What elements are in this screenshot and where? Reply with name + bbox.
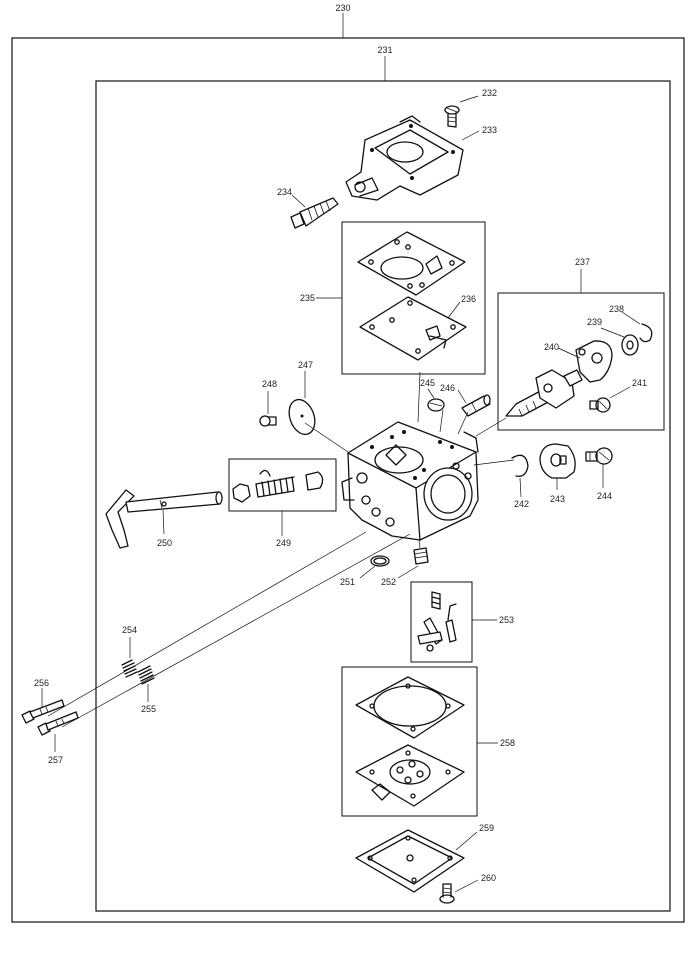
label-245: 253 (499, 615, 514, 625)
part-246-diaphragm (355, 744, 465, 807)
part-needle-valve (505, 369, 583, 417)
part-234-needle-screw (290, 197, 339, 229)
part-256-throttle-shaft (105, 489, 223, 549)
part-250-o-ring (370, 555, 390, 567)
part-235-gasket (357, 231, 466, 296)
part-236-diaphragm (359, 296, 467, 361)
label-246: 258 (500, 738, 515, 748)
part-253-throttle-plate (288, 398, 316, 436)
label-260: 257 (48, 755, 63, 765)
box-255 (228, 458, 337, 512)
label-241: 241 (632, 378, 647, 388)
label-253: 247 (298, 360, 313, 370)
label-250: 251 (340, 577, 355, 587)
part-258-spring (137, 665, 155, 685)
label-232: 232 (482, 88, 497, 98)
part-244-eclip (511, 454, 529, 477)
label-252: 245 (420, 378, 435, 388)
part-245-inlet-needle-set (417, 591, 457, 652)
part-241-screw (589, 397, 611, 413)
part-238-clip (639, 323, 653, 343)
label-239: 239 (587, 317, 602, 327)
part-248-screw (439, 883, 455, 904)
label-251: 246 (440, 383, 455, 393)
label-257: 254 (122, 625, 137, 635)
label-258: 255 (141, 704, 156, 714)
label-242: 244 (597, 491, 612, 501)
part-249-fitting (413, 547, 429, 565)
label-249: 252 (381, 577, 396, 587)
label-248: 260 (481, 873, 496, 883)
label-234: 234 (277, 187, 292, 197)
box-246 (341, 666, 478, 817)
part-242-screw (585, 447, 613, 465)
part-255-plunger-spring (232, 469, 324, 503)
part-260-needle (37, 711, 79, 736)
label-231: 231 (377, 45, 392, 55)
label-247: 259 (479, 823, 494, 833)
outer-frame (11, 37, 685, 923)
label-243: 243 (550, 494, 565, 504)
part-246-gasket (355, 676, 465, 739)
part-247-cover (355, 829, 465, 893)
label-254: 248 (262, 379, 277, 389)
label-240: 240 (544, 342, 559, 352)
label-237: 237 (575, 257, 590, 267)
part-232-screw (444, 105, 460, 128)
label-238: 238 (609, 304, 624, 314)
part-252-plug (427, 398, 445, 412)
part-254-screw (259, 415, 277, 427)
part-239-washer (621, 334, 639, 356)
label-235: 235 (300, 293, 315, 303)
inner-frame (95, 80, 671, 912)
part-257-spring (121, 659, 138, 678)
label-236: 236 (461, 294, 476, 304)
label-255: 249 (276, 538, 291, 548)
part-243-cam (539, 443, 576, 479)
part-251-fitting (461, 394, 491, 417)
label-259: 256 (34, 678, 49, 688)
part-240-lever (575, 340, 613, 383)
carburetor-body (341, 421, 479, 541)
label-256: 250 (157, 538, 172, 548)
label-244: 242 (514, 499, 529, 509)
label-230: 230 (335, 3, 350, 13)
label-233: 233 (482, 125, 497, 135)
part-259-needle (21, 699, 65, 724)
box-245 (410, 581, 473, 663)
part-233-pump-cover (345, 115, 464, 201)
